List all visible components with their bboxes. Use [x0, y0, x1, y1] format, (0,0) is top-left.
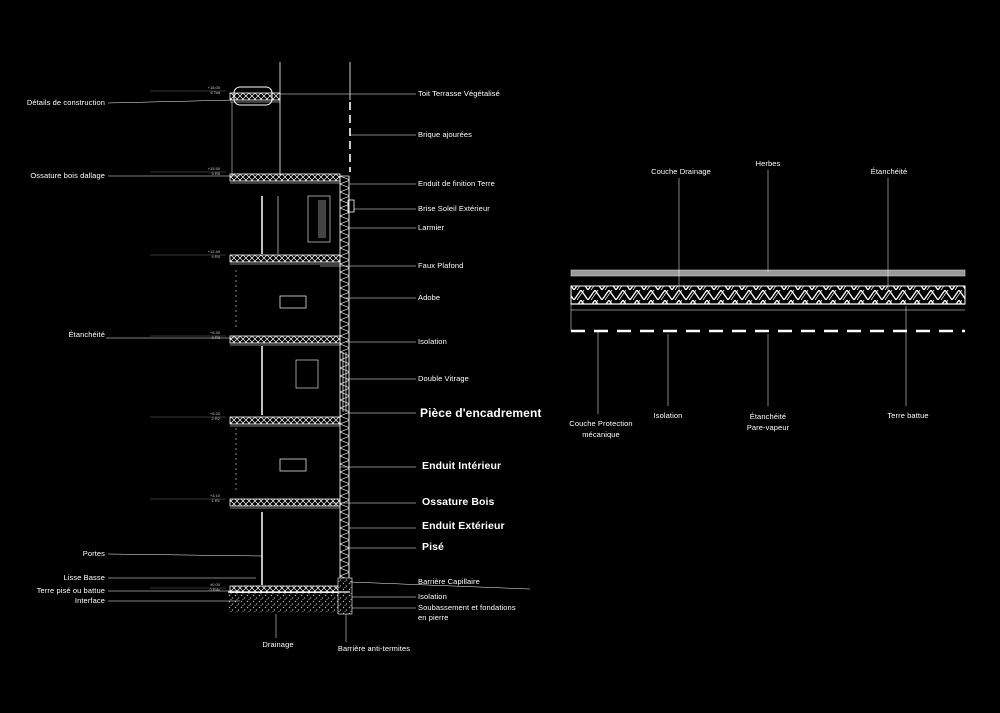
label-isolation: Isolation [418, 337, 447, 346]
label-etancheite: Étanchéité [68, 330, 105, 339]
roof-detail [570, 269, 966, 333]
label-faux-plafond: Faux Plafond [418, 261, 464, 270]
floor-slab [229, 498, 341, 507]
label-herbes: Herbes [755, 159, 781, 168]
label-pise: Pisé [422, 541, 444, 553]
label-details: Détails de construction [26, 98, 105, 107]
label-brique: Brique ajourées [418, 130, 473, 139]
label-ossature-bois: Ossature Bois [422, 496, 495, 508]
label-barriere-termites: Barrière anti-termites [337, 644, 411, 653]
label-barriere-capillaire: Barrière Capillaire [418, 577, 480, 586]
label-enduit-exterieur: Enduit Extérieur [422, 520, 505, 532]
label-isolation-2: Isolation [418, 592, 447, 601]
leader-lines-left [106, 99, 347, 642]
label-soubassement: Soubassement et fondations en pierre [418, 603, 516, 622]
label-adobe: Adobe [418, 293, 441, 302]
floor-slab [229, 416, 341, 425]
label-portes: Portes [82, 549, 105, 558]
label-lisse-basse: Lisse Basse [63, 573, 105, 582]
floor-slab [229, 335, 341, 344]
label-enduit-interieur: Enduit Intérieur [422, 460, 502, 472]
leader-lines-right [280, 93, 531, 609]
label-piece-encadrement: Pièce d'encadrement [420, 406, 542, 420]
label-toit: Toit Terrasse Végétalisé [418, 89, 500, 98]
label-double-vitrage: Double Vitrage [418, 374, 469, 383]
floor-slab [229, 254, 341, 263]
label-ossature-dallage: Ossature bois dallage [30, 171, 105, 180]
building-section [228, 62, 355, 615]
label-terre-pise: Terre pisé ou battue [36, 586, 105, 595]
label-interface: Interface [74, 596, 105, 605]
label-isolation-roof: Isolation [653, 411, 683, 420]
label-couche-drainage: Couche Drainage [651, 167, 711, 176]
label-enduit-finition: Enduit de finition Terre [418, 179, 495, 188]
roof-leaders [597, 170, 907, 414]
floor-slab [229, 92, 281, 101]
label-etancheite-roof: Étanchéité [870, 167, 908, 176]
label-etancheite-pare-vapeur: Étanchéité Pare-vapeur [746, 412, 790, 432]
label-brise-soleil: Brise Soleil Extérieur [418, 204, 490, 213]
floor-slab [229, 173, 341, 182]
label-couche-protection: Couche Protection mécanique [569, 419, 633, 439]
label-drainage: Drainage [262, 640, 294, 649]
level-lines [150, 90, 226, 589]
label-larmier: Larmier [418, 223, 445, 232]
label-terre-battue: Terre battue [887, 411, 929, 420]
